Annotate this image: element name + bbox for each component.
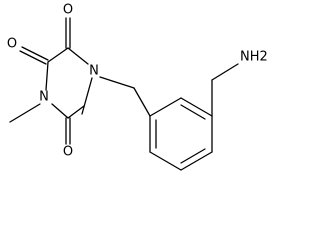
- bond-n-ch2: [99, 76, 135, 89]
- bond-ring-top-right: [67, 47, 89, 65]
- atom-label-o-top: O: [63, 3, 73, 18]
- bond-co-left-b: [19, 50, 47, 65]
- bond-ring-right: [81, 77, 93, 115]
- bond-benz-5: [149, 151, 182, 171]
- bond-co-left-a: [21, 46, 49, 61]
- atom-label-o-left: O: [7, 37, 17, 52]
- atom-label-o-bottom: O: [63, 145, 73, 160]
- bond-ring-top: [47, 47, 69, 63]
- bond-benz-inner-1: [180, 104, 206, 120]
- bond-benz-inner-2: [180, 148, 206, 164]
- atom-label-nh2: NH2: [240, 50, 268, 65]
- bond-n-methyl: [9, 103, 41, 123]
- bond-benz-4: [180, 151, 213, 171]
- atom-label-n-ring-left: N: [39, 90, 49, 105]
- atom-label-n-ring-right: N: [89, 64, 99, 79]
- bond-ch2-ring: [133, 87, 151, 117]
- bond-ring-bottom-left: [51, 103, 69, 119]
- chemical-structure-drawing: O O N N O NH2: [7, 3, 268, 171]
- bond-ring-bottom-right: [67, 105, 85, 119]
- bond-benz-2: [180, 97, 213, 117]
- bond-benz-1: [149, 97, 182, 117]
- atom-label-group: O O N N O NH2: [7, 3, 268, 160]
- bond-ch2-n: [211, 63, 239, 81]
- bond-ring-left: [45, 61, 49, 91]
- molecule-structure: O O N N O NH2: [7, 3, 268, 171]
- bond-group: [9, 17, 239, 171]
